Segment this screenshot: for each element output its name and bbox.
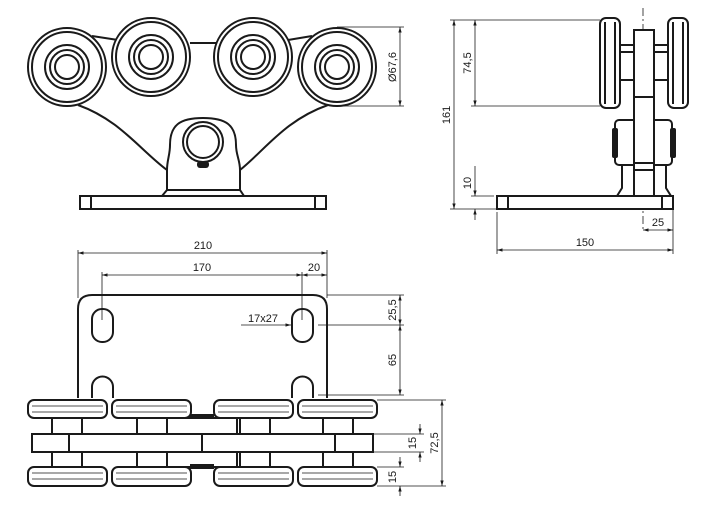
mounting-lug — [166, 116, 241, 191]
body-right-curve — [239, 104, 329, 171]
width-label: 150 — [576, 237, 594, 249]
center-column — [633, 29, 655, 197]
edge-offset-label: 20 — [308, 262, 320, 274]
offset-label: 25 — [652, 217, 664, 229]
wheel — [297, 27, 377, 107]
top-offset-label: 25,5 — [387, 299, 399, 320]
dimension-diameter: Ø67,6 — [337, 26, 404, 107]
spacers — [51, 414, 354, 469]
wheel — [111, 17, 191, 97]
wheel — [27, 27, 107, 107]
base-plate-side — [496, 195, 674, 210]
dimension-10: 10 — [462, 166, 494, 220]
nut — [197, 161, 209, 168]
body-left-curve — [77, 104, 168, 171]
height-label: 161 — [441, 106, 453, 124]
wheel-height-label: 74,5 — [462, 52, 474, 73]
wheel-right — [667, 17, 689, 109]
bottom-view: 210 170 20 17x27 25,5 65 72,5 — [27, 240, 446, 496]
dimension-15-wheel: 15 — [377, 457, 404, 496]
slot-hole — [91, 308, 114, 343]
bottom-offset-label: 65 — [387, 354, 399, 366]
wheels-top-row — [27, 399, 378, 419]
length-label: 210 — [194, 240, 212, 252]
wheel-left — [599, 17, 621, 109]
spacing-label: 170 — [193, 262, 211, 274]
dimension-210: 210 — [77, 240, 328, 298]
dimension-20: 20 — [302, 262, 327, 277]
body-top-edge — [91, 35, 313, 44]
dimension-25-5-65: 25,5 65 — [318, 294, 404, 396]
base-plate — [79, 195, 327, 210]
dimension-150: 150 — [496, 212, 674, 254]
dimension-15-plate: 15 — [373, 424, 424, 462]
dimension-72-5: 72,5 — [377, 399, 446, 487]
thickness-label: 10 — [462, 177, 474, 189]
plate-gap-label: 15 — [407, 437, 419, 449]
wheels-bottom-row — [27, 466, 378, 487]
diameter-label: Ø67,6 — [387, 52, 399, 82]
slot-callout: 17x27 — [241, 313, 291, 327]
dimension-74-5: 74,5 — [462, 20, 600, 107]
mounting-plate — [77, 294, 328, 398]
wheel-thickness-label: 15 — [387, 471, 399, 483]
slot-size-label: 17x27 — [248, 313, 278, 325]
side-view: 161 74,5 10 25 150 — [441, 8, 689, 254]
dimension-170: 170 — [101, 262, 303, 320]
front-view: Ø67,6 — [27, 17, 404, 210]
depth-label: 72,5 — [429, 432, 441, 453]
dimension-25: 25 — [643, 209, 674, 234]
slot-hole — [291, 308, 314, 343]
wheel — [213, 17, 293, 97]
